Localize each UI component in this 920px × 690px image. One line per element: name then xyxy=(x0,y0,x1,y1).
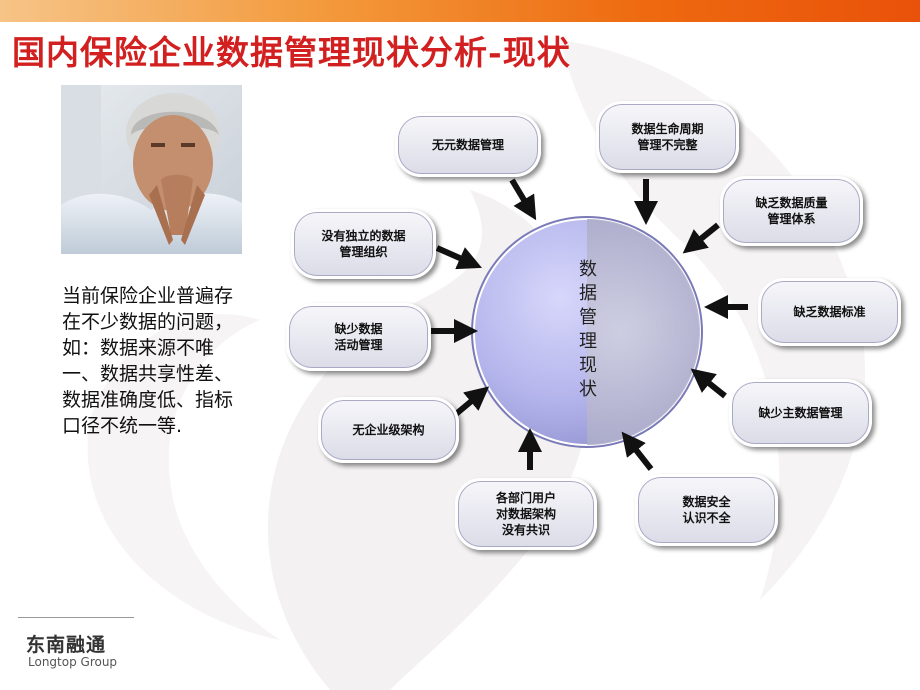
page-title: 国内保险企业数据管理现状分析-现状 xyxy=(12,33,571,72)
portrait-photo xyxy=(61,85,242,254)
center-sphere xyxy=(471,216,703,448)
issue-architecture: 无企业级架构 xyxy=(318,397,459,463)
issue-master-data: 缺少主数据管理 xyxy=(729,379,872,447)
top-accent-bar xyxy=(0,0,920,22)
arrow-architecture xyxy=(454,386,490,417)
issue-quality: 缺乏数据质量 管理体系 xyxy=(720,176,863,246)
company-logo-cn: 东南融通 xyxy=(26,634,107,656)
arrow-master-data xyxy=(690,368,727,399)
arrows xyxy=(431,178,748,471)
arrow-security xyxy=(621,431,654,471)
issue-standard: 缺乏数据标准 xyxy=(758,278,901,346)
issue-consensus: 各部门用户 对数据架构 没有共识 xyxy=(455,478,597,550)
issue-activity: 缺少数据 活动管理 xyxy=(286,303,431,371)
issue-no-metadata: 无元数据管理 xyxy=(395,113,541,177)
arrow-organization xyxy=(435,245,482,270)
issue-organization: 没有独立的数据 管理组织 xyxy=(291,209,436,279)
issue-lifecycle: 数据生命周期 管理不完整 xyxy=(596,101,739,173)
arrow-quality xyxy=(682,222,720,254)
arrow-no-metadata xyxy=(509,178,537,221)
center-label: 数 据 管 理 现 状 xyxy=(579,259,597,400)
company-logo-en: Longtop Group xyxy=(28,655,118,669)
description-text: 当前保险企业普遍存在不少数据的问题，如：数据来源不唯一、数据共享性差、数据准确度… xyxy=(62,285,234,437)
issue-security: 数据安全 认识不全 xyxy=(635,474,778,546)
logo-divider xyxy=(18,617,134,618)
